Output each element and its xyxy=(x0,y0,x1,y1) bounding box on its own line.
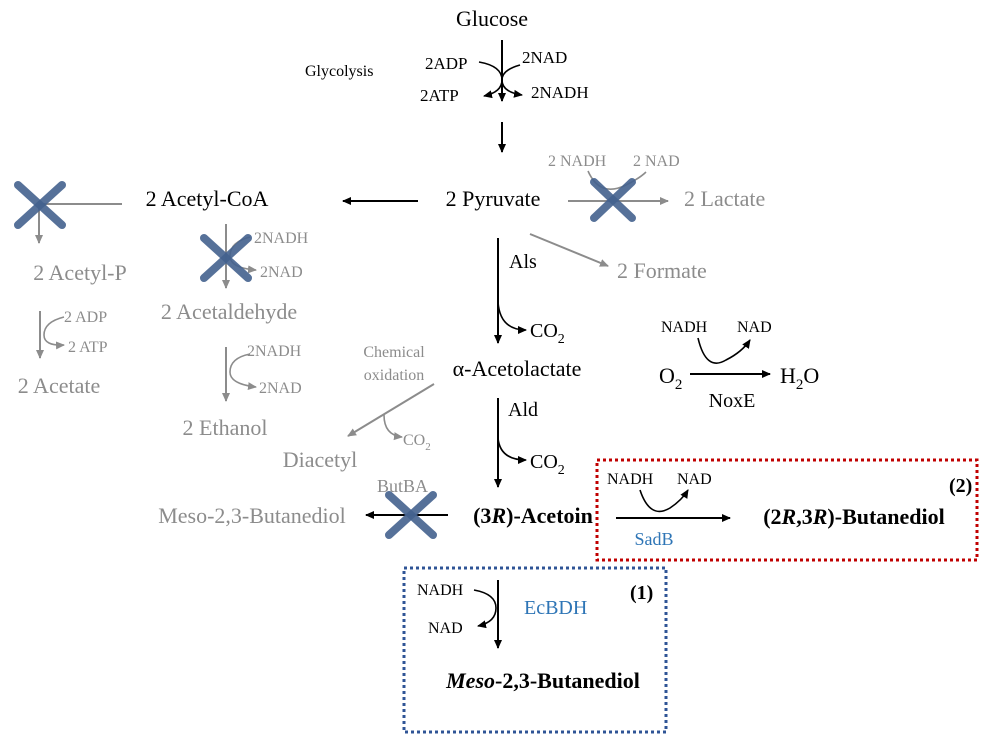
als-enzyme-label: Als xyxy=(509,251,537,273)
pyruvate-label: 2 Pyruvate xyxy=(446,186,541,211)
acetylp-label: 2 Acetyl-P xyxy=(33,260,127,285)
glucose-label: Glucose xyxy=(456,6,528,31)
als-co2-curve xyxy=(497,301,527,334)
water-label: H2O xyxy=(780,363,819,393)
to-formate-arrow xyxy=(529,233,609,267)
ethanol-nadh-label: 2NADH xyxy=(247,343,302,360)
ethanol-label: 2 Ethanol xyxy=(183,415,268,440)
adp-label: 2ADP xyxy=(425,54,468,73)
knockout-cross-icon xyxy=(590,178,636,222)
noxe-nadh-label: NADH xyxy=(661,319,708,336)
sadb-nadh-label: NADH xyxy=(607,471,654,488)
ald-co2-label: CO2 xyxy=(530,451,565,478)
als-co2-label: CO2 xyxy=(530,320,565,347)
meso-butanediol-label: Meso-2,3-Butanediol xyxy=(445,668,640,693)
knockout-cross-icon xyxy=(385,491,437,539)
box-2-label: (2) xyxy=(949,475,972,497)
ethanol-nad-label: 2NAD xyxy=(259,380,302,397)
sadb-nad-label: NAD xyxy=(677,471,712,488)
rr-butanediol-label: (2R,3R)-Butanediol xyxy=(763,504,945,529)
acetaldehyde-label: 2 Acetaldehyde xyxy=(161,299,297,324)
lactate-nadh-label: 2 NADH xyxy=(548,153,607,170)
ecbdh-cofactor-curve xyxy=(473,589,497,629)
sadb-cofactor-curve xyxy=(639,489,689,513)
acetate-adp-label: 2 ADP xyxy=(64,309,107,326)
acetate-label: 2 Acetate xyxy=(18,373,100,398)
lactate-nad-label: 2 NAD xyxy=(633,153,680,170)
ald-enzyme-label: Ald xyxy=(508,399,538,421)
noxe-enzyme-label: NoxE xyxy=(709,390,756,412)
acetaldehyde-nadh-label: 2NADH xyxy=(254,230,309,247)
meso-butanediol-grey-label: Meso-2,3-Butanediol xyxy=(158,503,346,528)
to-diacetyl-arrow xyxy=(347,383,435,437)
adp-atp-acetate-curve xyxy=(43,316,65,350)
ald-co2-curve xyxy=(497,437,527,464)
nadh-label: 2NADH xyxy=(531,83,589,102)
box-1 xyxy=(402,566,668,734)
noxe-nad-label: NAD xyxy=(737,319,772,336)
acetate-atp-label: 2 ATP xyxy=(68,339,108,356)
acetaldehyde-nad-label: 2NAD xyxy=(260,264,303,281)
diacetyl-label: Diacetyl xyxy=(283,447,358,472)
ecbdh-nadh-label: NADH xyxy=(417,582,464,599)
adp-atp-curve xyxy=(478,61,503,99)
lactate-label: 2 Lactate xyxy=(684,186,765,211)
knockout-cross-icon xyxy=(200,234,252,282)
atp-label: 2ATP xyxy=(420,86,459,105)
sadb-enzyme-label: SadB xyxy=(634,529,673,549)
diacetyl-co2-curve xyxy=(383,414,403,441)
oxidation-label: oxidation xyxy=(364,367,424,384)
diacetyl-co2-label: CO2 xyxy=(403,432,431,453)
nad-nadh-curve xyxy=(501,64,523,98)
butba-enzyme-label: ButBA xyxy=(377,476,428,496)
acetoin-label: (3R)-Acetoin xyxy=(473,503,593,528)
ethanol-cofactor-curve xyxy=(229,353,257,391)
chemical-label: Chemical xyxy=(363,344,425,361)
knockout-cross-icon xyxy=(14,181,66,229)
noxe-cofactor-curve xyxy=(697,337,751,364)
ecbdh-nad-label: NAD xyxy=(428,620,463,637)
formate-label: 2 Formate xyxy=(617,258,707,283)
ecbdh-enzyme-label: EcBDH xyxy=(524,597,587,619)
glycolysis-label: Glycolysis xyxy=(305,63,373,80)
nad-label: 2NAD xyxy=(522,48,567,67)
acetylcoa-label: 2 Acetyl-CoA xyxy=(146,186,269,211)
oxygen-label: O2 xyxy=(659,363,682,393)
acetolactate-label: α-Acetolactate xyxy=(453,356,582,381)
box-1-label: (1) xyxy=(630,582,653,604)
